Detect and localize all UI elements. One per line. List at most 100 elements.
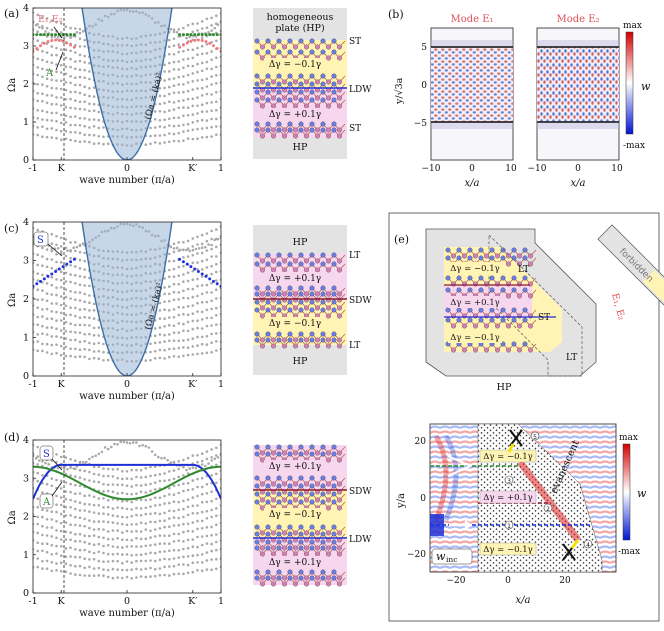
bulk-point (135, 536, 138, 540)
bulk-point (78, 573, 82, 577)
site (282, 581, 287, 587)
bulk-point (200, 242, 204, 246)
bulk-point (83, 355, 86, 359)
bulk-point (177, 68, 180, 71)
edge-point-E (181, 43, 185, 47)
bulk-point (200, 519, 204, 523)
bulk-point (210, 16, 213, 20)
bulk-point (50, 136, 54, 139)
bulk-point (102, 536, 105, 540)
bulk-point (121, 522, 124, 526)
bulk-point (74, 323, 77, 327)
bulk-point (177, 322, 180, 325)
bulk-point (45, 351, 49, 354)
bulk-point (55, 529, 58, 532)
bulk-point (172, 247, 176, 250)
site (298, 545, 304, 551)
bulk-point (130, 485, 133, 488)
bulk-point (163, 502, 166, 505)
site (271, 343, 276, 349)
bulk-point (125, 529, 129, 533)
bulk-point (215, 332, 218, 335)
bulk-point (50, 526, 54, 529)
bulk-point (50, 127, 54, 130)
e-winc-label: w (436, 550, 446, 563)
bulk-point (102, 544, 105, 548)
bulk-point (41, 92, 44, 96)
bulk-point (158, 558, 162, 562)
bulk-point (55, 562, 58, 565)
bulk-point (196, 22, 199, 25)
bulk-point (149, 566, 152, 570)
bulk-point (163, 308, 166, 312)
bulk-point (200, 275, 204, 278)
edge-point-E (46, 40, 50, 44)
site (298, 337, 304, 343)
bulk-point (50, 352, 54, 356)
bulk-point (210, 515, 213, 519)
bulk-point (168, 70, 171, 73)
bulk-point (147, 446, 151, 449)
site (293, 581, 298, 587)
site (304, 267, 309, 273)
bulk-point (210, 324, 213, 327)
bulk-point (64, 313, 68, 317)
bulk-point (116, 576, 119, 579)
bulk-point (200, 127, 204, 130)
bulk-point (59, 286, 63, 289)
bulk-point (205, 135, 209, 139)
site (315, 545, 320, 551)
e-label-LT1: LT (518, 265, 529, 275)
bulk-point (97, 118, 101, 122)
y-tick-label: 3 (23, 256, 29, 267)
bulk-point (88, 140, 91, 144)
bulk-point (69, 306, 72, 310)
bulk-point (149, 544, 152, 547)
bulk-point (163, 94, 166, 98)
bulk-point (50, 69, 54, 73)
bulk-point (215, 463, 218, 467)
bulk-point (69, 90, 72, 94)
bulk-point (144, 522, 148, 525)
site (337, 291, 342, 297)
bulk-point (125, 516, 129, 519)
bulk-point (196, 127, 199, 131)
bulk-point (204, 245, 207, 249)
bulk-point (153, 334, 157, 338)
bulk-point (182, 499, 185, 503)
bulk-point (186, 89, 190, 93)
site (331, 475, 337, 481)
site (331, 89, 337, 95)
strip-label-2-d: Δγ = −0.1γ (269, 510, 321, 520)
bulk-point (172, 53, 176, 56)
bulk-point (177, 556, 180, 559)
site (265, 337, 271, 343)
bulk-point (55, 103, 58, 106)
site (337, 103, 342, 109)
site (265, 524, 271, 530)
site (484, 347, 489, 353)
bulk-point (153, 141, 157, 144)
bulk-point (50, 310, 54, 313)
site (478, 287, 484, 293)
bulk-point (75, 31, 79, 34)
bulk-point (64, 88, 68, 92)
bulk-point (191, 504, 195, 508)
bulk-point (92, 334, 96, 337)
bulk-point (191, 530, 195, 533)
bulk-point (158, 473, 162, 476)
bulk-point (186, 23, 190, 27)
bulk-point (215, 39, 218, 43)
bulk-point (97, 357, 101, 361)
bulk-point (55, 63, 58, 66)
site (265, 81, 271, 87)
bulk-point (45, 342, 49, 346)
site (293, 343, 298, 349)
bulk-point (172, 84, 176, 87)
bulk-point (191, 48, 195, 51)
bulk-point (78, 59, 82, 63)
bulk-point (186, 122, 190, 126)
mode-xtick-1-10: 10 (505, 164, 517, 174)
bulk-point (205, 343, 209, 346)
site (511, 287, 517, 293)
